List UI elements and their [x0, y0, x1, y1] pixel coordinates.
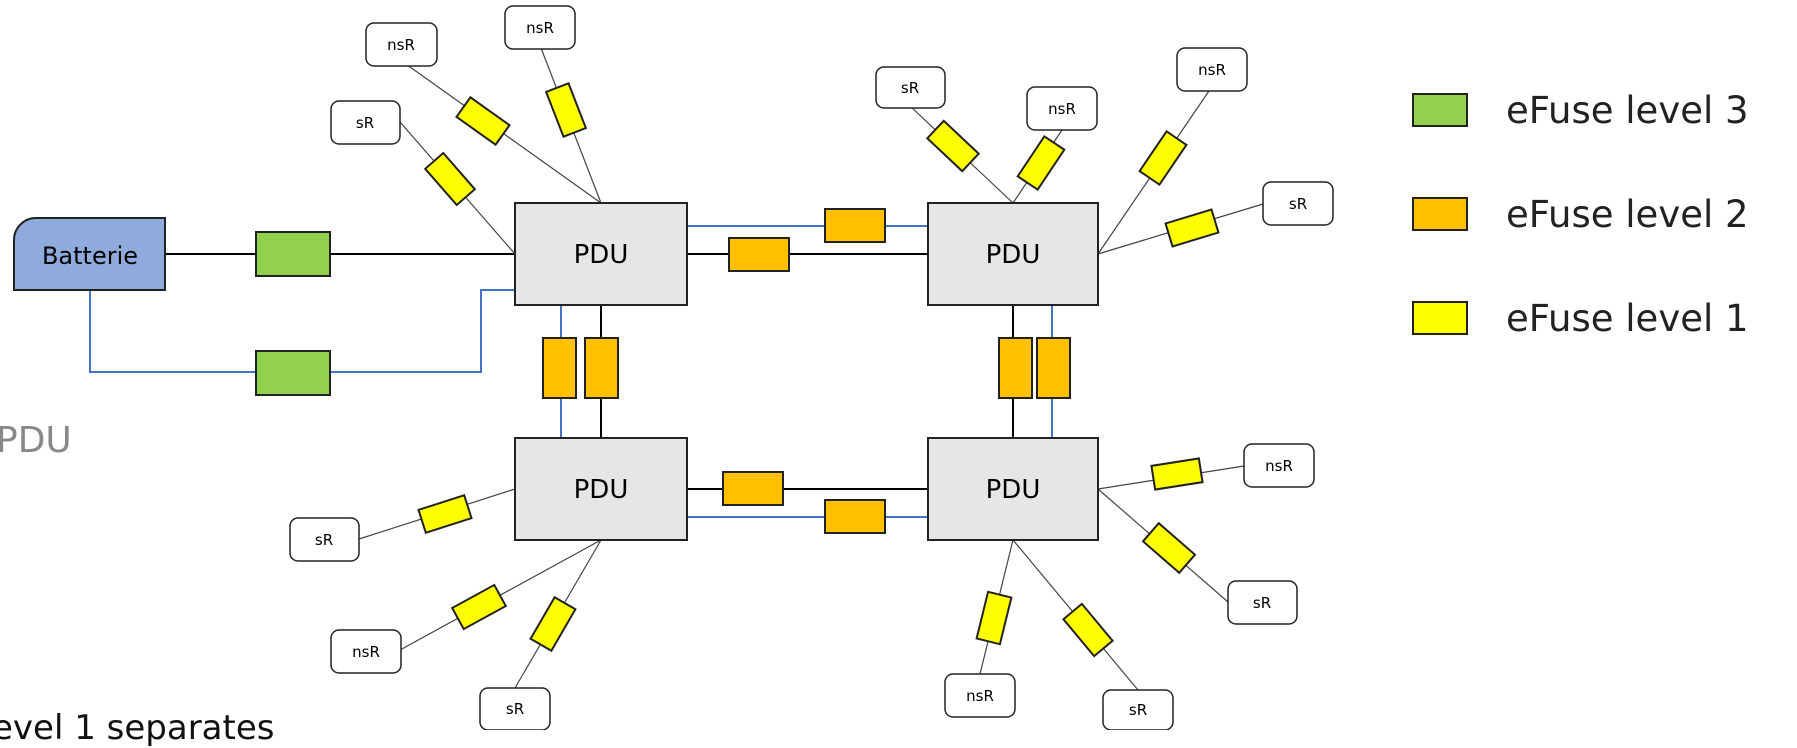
efuses-level-2: [542, 208, 1071, 534]
load-label: nsR: [1265, 457, 1293, 475]
load-box-sr: sR: [1227, 580, 1298, 625]
battery-node: Batterie: [13, 217, 166, 291]
legend-swatch-level-2: [1412, 197, 1468, 231]
battery-redundant-line: [89, 289, 515, 373]
efuse-level-1: [1141, 521, 1197, 575]
efuse-level-1: [975, 590, 1013, 646]
load-box: [875, 66, 946, 109]
pdu-label: PDU: [574, 240, 629, 270]
pdu-bottom-left: PDU: [514, 437, 688, 541]
load-box: [365, 22, 438, 67]
load-box-nsr: nsR: [504, 5, 576, 50]
load-box: [1262, 181, 1334, 226]
load-box-sr: sR: [875, 66, 946, 109]
efuse-level-2: [542, 337, 577, 399]
efuse-level-1: [450, 583, 508, 631]
load-label: nsR: [526, 19, 554, 37]
load-label: nsR: [1198, 61, 1226, 79]
load-label: sR: [1129, 701, 1147, 719]
legend-item-level-3: eFuse level 3: [1412, 58, 1749, 162]
load-box-sr: sR: [289, 517, 360, 562]
efuse-level-1: [423, 151, 477, 207]
efuse-level-1: [1164, 208, 1220, 248]
pdu-label: PDU: [986, 240, 1041, 270]
load-label: nsR: [966, 687, 994, 705]
load-label: sR: [356, 114, 374, 132]
load-box-sr: sR: [1102, 689, 1174, 730]
efuse-level-1: [1150, 457, 1204, 491]
side-pdu-text: PDU: [0, 420, 72, 461]
battery-label: Batterie: [42, 242, 138, 270]
load-box-nsr: nsR: [1176, 47, 1248, 92]
bottom-fragment-text: evel 1 separates: [0, 708, 275, 748]
load-box: [1227, 580, 1298, 625]
load-label: nsR: [387, 36, 415, 54]
load-label: nsR: [352, 643, 380, 661]
load-box-nsr: nsR: [365, 22, 438, 67]
pdu-label: PDU: [574, 475, 629, 505]
load-box-sr: sR: [330, 100, 401, 145]
efuse-level-2: [728, 237, 790, 272]
load-box-sr: sR: [1262, 181, 1334, 226]
load-box: [1102, 689, 1174, 730]
efuse-level-2: [584, 337, 619, 399]
legend-label: eFuse level 2: [1506, 192, 1749, 236]
pdu-box: [514, 437, 688, 541]
legend-item-level-1: eFuse level 1: [1412, 266, 1749, 370]
load-box: [504, 5, 576, 50]
pdu-bottom-right: PDU: [927, 437, 1099, 541]
load-label: sR: [901, 79, 919, 97]
load-box-sr: sR: [479, 687, 551, 730]
load-box-nsr: nsR: [330, 629, 402, 674]
legend-label: eFuse level 3: [1506, 88, 1749, 132]
legend-swatch-level-3: [1412, 93, 1468, 127]
efuse-level-3: [255, 350, 331, 396]
legend-swatch-level-1: [1412, 301, 1468, 335]
load-label: sR: [1253, 594, 1271, 612]
efuse-level-2: [722, 471, 784, 506]
load-box: [1176, 47, 1248, 92]
load-box: [944, 673, 1016, 718]
legend-label: eFuse level 1: [1506, 296, 1749, 340]
efuse-level-1: [529, 595, 577, 653]
efuses-level-3: [255, 231, 331, 396]
load-box-nsr: nsR: [1243, 443, 1315, 488]
legend: eFuse level 3 eFuse level 2 eFuse level …: [1412, 58, 1749, 370]
pdu-label: PDU: [986, 475, 1041, 505]
load-box: [330, 629, 402, 674]
efuse-level-2: [824, 208, 886, 243]
power-distribution-diagram: Batterie PDU PDU PDU PDU sR nsR nsR sR: [13, 5, 1334, 730]
pdu-box: [927, 437, 1099, 541]
pdu-top-right: PDU: [927, 202, 1099, 306]
efuse-level-1: [417, 493, 473, 535]
load-box-nsr: nsR: [944, 673, 1016, 718]
load-box: [479, 687, 551, 730]
load-label: sR: [1289, 195, 1307, 213]
efuse-level-2: [998, 337, 1033, 399]
load-box: [1026, 86, 1098, 131]
load-label: nsR: [1048, 100, 1076, 118]
efuse-level-1: [455, 95, 511, 147]
battery-box: [13, 217, 166, 291]
pdu-top-left: PDU: [514, 202, 688, 306]
load-box-nsr: nsR: [1026, 86, 1098, 131]
efuse-level-1: [1016, 134, 1066, 192]
efuse-level-1: [925, 119, 981, 173]
efuse-level-2: [1036, 337, 1071, 399]
efuses-level-1: [417, 81, 1220, 658]
load-label: sR: [315, 531, 333, 549]
efuse-level-1: [544, 81, 588, 139]
pdu-box: [927, 202, 1099, 306]
legend-item-level-2: eFuse level 2: [1412, 162, 1749, 266]
efuse-level-1: [1138, 130, 1188, 186]
efuse-level-2: [824, 499, 886, 534]
efuse-level-3: [255, 231, 331, 277]
load-box: [1243, 443, 1315, 488]
load-label: sR: [506, 700, 524, 718]
load-box: [330, 100, 401, 145]
efuse-level-1: [1062, 602, 1114, 658]
load-boxes: sR nsR nsR sR nsR nsR sR sR: [289, 5, 1334, 730]
load-box: [289, 517, 360, 562]
pdu-box: [514, 202, 688, 306]
